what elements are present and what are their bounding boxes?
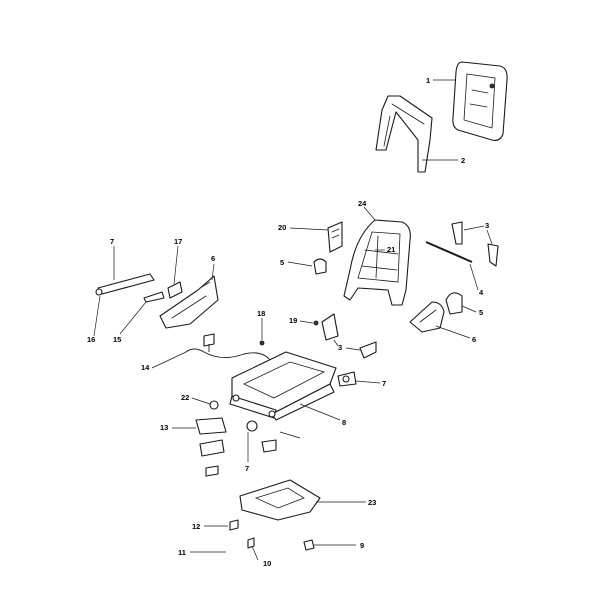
bracket-right-part [451, 221, 499, 267]
bushing-part [209, 400, 219, 410]
bracket-center-part [321, 313, 377, 359]
callout-11: 11 [178, 548, 186, 557]
callout-3-center: 3 [338, 343, 342, 352]
seat-back-panel-part [452, 61, 508, 141]
side-shield-left-part [159, 275, 219, 329]
callout-6-right: 6 [472, 335, 476, 344]
callout-16: 16 [87, 335, 95, 344]
callout-1: 1 [426, 76, 430, 85]
callout-17: 17 [174, 237, 182, 246]
callout-7-bottom: 7 [245, 464, 249, 473]
seat-track-frame-part [229, 351, 337, 421]
callout-24: 24 [358, 199, 367, 208]
recliner-cover-left-part [313, 258, 327, 275]
callout-6-left: 6 [211, 254, 215, 263]
callout-18: 18 [257, 309, 265, 318]
callout-13: 13 [160, 423, 168, 432]
clip-bottom-part [247, 537, 255, 549]
callout-12: 12 [192, 522, 200, 531]
callout-21: 21 [387, 245, 395, 254]
seat-back-frame-part [343, 219, 411, 306]
callout-8: 8 [342, 418, 346, 427]
callout-23: 23 [368, 498, 376, 507]
callout-5-right: 5 [479, 308, 483, 317]
fastener-part [259, 340, 265, 346]
cap-part [303, 539, 315, 551]
retainer-part [229, 519, 239, 531]
recliner-cover-right-part [445, 292, 463, 315]
seat-back-trim-part [375, 95, 433, 173]
callout-15: 15 [113, 335, 121, 344]
seat-base-tray-part [239, 479, 321, 521]
callout-2: 2 [461, 156, 465, 165]
callout-20: 20 [278, 223, 286, 232]
motor-module-part [195, 417, 227, 477]
wire-harness-part [185, 333, 271, 361]
pivot-bottom-part [246, 420, 301, 453]
clip-part [313, 320, 319, 326]
rod-part [425, 241, 473, 263]
side-shield-right-part [409, 301, 445, 333]
callout-7-right: 7 [382, 379, 386, 388]
callout-22: 22 [181, 393, 189, 402]
pivot-bracket-right-part [337, 371, 357, 387]
recliner-rod-left-part [95, 273, 155, 296]
callout-19: 19 [289, 316, 297, 325]
trim-panel-part [327, 221, 343, 253]
callout-9: 9 [360, 541, 364, 550]
handle-part [143, 291, 165, 303]
callout-10: 10 [263, 559, 271, 568]
callout-14: 14 [141, 363, 150, 372]
callout-4: 4 [479, 288, 484, 297]
small-bracket-part [167, 281, 183, 299]
callout-7-left: 7 [110, 237, 114, 246]
callout-5-left: 5 [280, 258, 284, 267]
callout-3-right: 3 [485, 221, 489, 230]
